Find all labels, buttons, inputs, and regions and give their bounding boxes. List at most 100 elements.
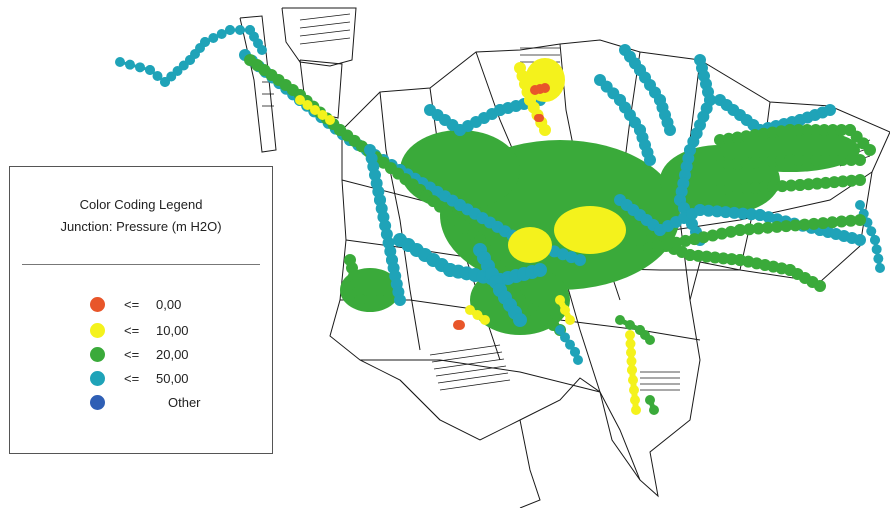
legend-operator-3: <= [124, 371, 140, 386]
junction-marker [776, 180, 789, 193]
junction-marker [555, 325, 565, 335]
junction-marker [836, 175, 849, 188]
junction-marker [697, 231, 710, 244]
junction-marker [295, 95, 305, 105]
junction-marker [775, 154, 788, 167]
junction-marker [235, 25, 245, 35]
junction-marker [766, 126, 779, 139]
junction-marker [629, 385, 639, 395]
legend-title: Color Coding Legend [79, 197, 203, 212]
junction-marker [807, 217, 820, 230]
junction-marker [536, 114, 544, 122]
junction-marker [752, 222, 765, 235]
pressure-zone [400, 130, 520, 210]
legend-swatch-4 [90, 395, 105, 410]
junction-marker [758, 181, 771, 194]
junction-marker [794, 179, 806, 191]
junction-marker [871, 244, 882, 255]
junction-marker [798, 218, 811, 231]
junction-marker [310, 105, 320, 115]
junction-marker [715, 227, 728, 240]
junction-marker [767, 180, 780, 193]
junction-marker [714, 184, 726, 196]
junction-marker [115, 57, 125, 67]
junction-marker [125, 59, 135, 70]
junction-marker [743, 223, 756, 236]
junction-marker [757, 155, 770, 168]
junction-marker [574, 254, 586, 266]
junction-marker [325, 115, 335, 125]
junction-marker [257, 45, 267, 55]
legend-swatch-2 [90, 347, 105, 362]
junction-marker [200, 37, 210, 47]
junction-marker [826, 124, 839, 136]
junction-marker [465, 305, 475, 315]
legend-item-1: <= 10,00 [90, 321, 260, 341]
junction-marker [573, 355, 583, 365]
junction-marker [649, 405, 659, 415]
junction-marker [731, 131, 744, 144]
junction-marker [814, 280, 826, 292]
junction-marker [565, 339, 575, 350]
junction-marker [631, 405, 641, 415]
junction-marker [560, 332, 570, 343]
junction-marker [775, 125, 788, 138]
junction-marker [627, 365, 637, 375]
junction-marker [630, 395, 640, 405]
legend-swatch-0 [90, 297, 105, 312]
junction-marker [135, 62, 145, 73]
junction-marker [734, 224, 746, 236]
junction-marker [394, 294, 406, 306]
legend-subtitle: Junction: Pressure (m H2O) [60, 219, 222, 234]
junction-marker [354, 294, 366, 306]
pressure-zone [554, 206, 626, 254]
junction-marker [819, 176, 832, 189]
junction-marker [644, 154, 656, 166]
junction-marker [694, 204, 706, 216]
junction-marker [225, 25, 235, 35]
junction-marker [145, 65, 155, 75]
junction-marker [731, 182, 744, 195]
legend-value-1: 10,00 [156, 323, 189, 338]
junction-marker [780, 220, 793, 233]
junction-marker [728, 206, 741, 219]
junction-marker [770, 220, 783, 233]
junction-marker [801, 154, 814, 166]
junction-marker [792, 154, 805, 166]
legend-divider [22, 264, 260, 265]
junction-marker [645, 395, 655, 405]
junction-marker [625, 320, 635, 330]
junction-marker [835, 124, 848, 136]
junction-marker [628, 375, 638, 385]
junction-marker [817, 217, 830, 230]
junction-marker [740, 182, 753, 195]
junction-marker [152, 71, 163, 81]
junction-marker [828, 176, 841, 189]
junction-marker [714, 159, 726, 171]
junction-marker [785, 179, 798, 192]
legend-operator-2: <= [124, 347, 140, 362]
junction-marker [802, 178, 815, 191]
junction-marker [836, 154, 849, 166]
pipe-network [115, 25, 885, 415]
junction-marker [626, 347, 636, 358]
pressure-zone [508, 227, 552, 263]
junction-marker [845, 174, 858, 187]
legend-operator-0: <= [124, 297, 140, 312]
junction-marker [757, 127, 770, 140]
junction-marker [827, 154, 840, 166]
junction-marker [801, 124, 814, 136]
junction-marker [749, 181, 762, 194]
junction-marker [513, 313, 527, 327]
junction-marker [824, 104, 836, 116]
junction-marker [645, 335, 655, 345]
junction-marker [845, 154, 858, 166]
junction-marker [749, 156, 761, 169]
legend-value-4: Other [168, 395, 201, 410]
junction-marker [784, 124, 796, 136]
junction-marker [472, 310, 483, 320]
junction-marker [706, 229, 719, 242]
junction-marker [719, 206, 732, 219]
junction-marker [455, 320, 465, 330]
